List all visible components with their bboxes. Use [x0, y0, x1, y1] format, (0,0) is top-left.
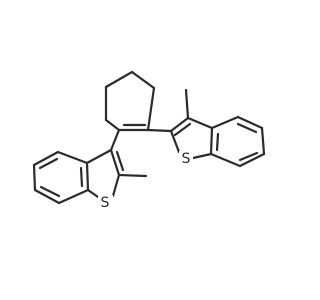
bond — [85, 148, 113, 165]
bond-ring-link-lower — [109, 128, 121, 152]
bond — [209, 152, 242, 168]
bond — [210, 115, 240, 130]
double-bond-inner — [38, 157, 59, 170]
bond — [169, 116, 190, 133]
double-bond-inner — [236, 122, 258, 134]
bond — [104, 70, 134, 89]
benzothiophene-upper — [169, 88, 266, 168]
bond — [130, 70, 156, 90]
bond — [191, 152, 213, 160]
bond — [32, 163, 37, 192]
bond — [32, 150, 60, 167]
benzothiophene-lower — [32, 148, 148, 205]
double-bond-inner — [79, 166, 84, 188]
bond-ring-link-upper — [146, 128, 173, 133]
double-bond-inner — [215, 132, 220, 152]
bond — [146, 86, 156, 132]
bond — [169, 129, 181, 154]
molecule-canvas: S S — [32, 70, 266, 211]
methyl-bond — [117, 173, 148, 178]
bond — [86, 188, 100, 199]
double-bond-inner — [39, 185, 61, 198]
bond — [238, 152, 266, 168]
bond — [209, 126, 214, 156]
atom-label-s-lower: S — [98, 195, 113, 211]
bond — [111, 173, 121, 198]
bond — [33, 188, 61, 205]
bond — [85, 161, 90, 192]
bond — [109, 148, 121, 177]
sulfur-label: S — [101, 195, 110, 211]
cyclohexene-ring — [104, 70, 156, 132]
double-bond-inner — [173, 122, 192, 137]
bond — [104, 118, 121, 132]
methyl-bond — [184, 88, 190, 120]
atom-label-s-upper: S — [179, 151, 193, 167]
bond — [236, 115, 264, 130]
sulfur-label: S — [182, 151, 191, 167]
bond — [186, 116, 214, 130]
bond — [260, 126, 266, 156]
bond — [56, 150, 89, 165]
double-bond-inner — [238, 151, 259, 162]
structure-diagram: S S — [32, 70, 266, 211]
bond — [57, 188, 90, 205]
double-bond-inner — [115, 150, 125, 172]
